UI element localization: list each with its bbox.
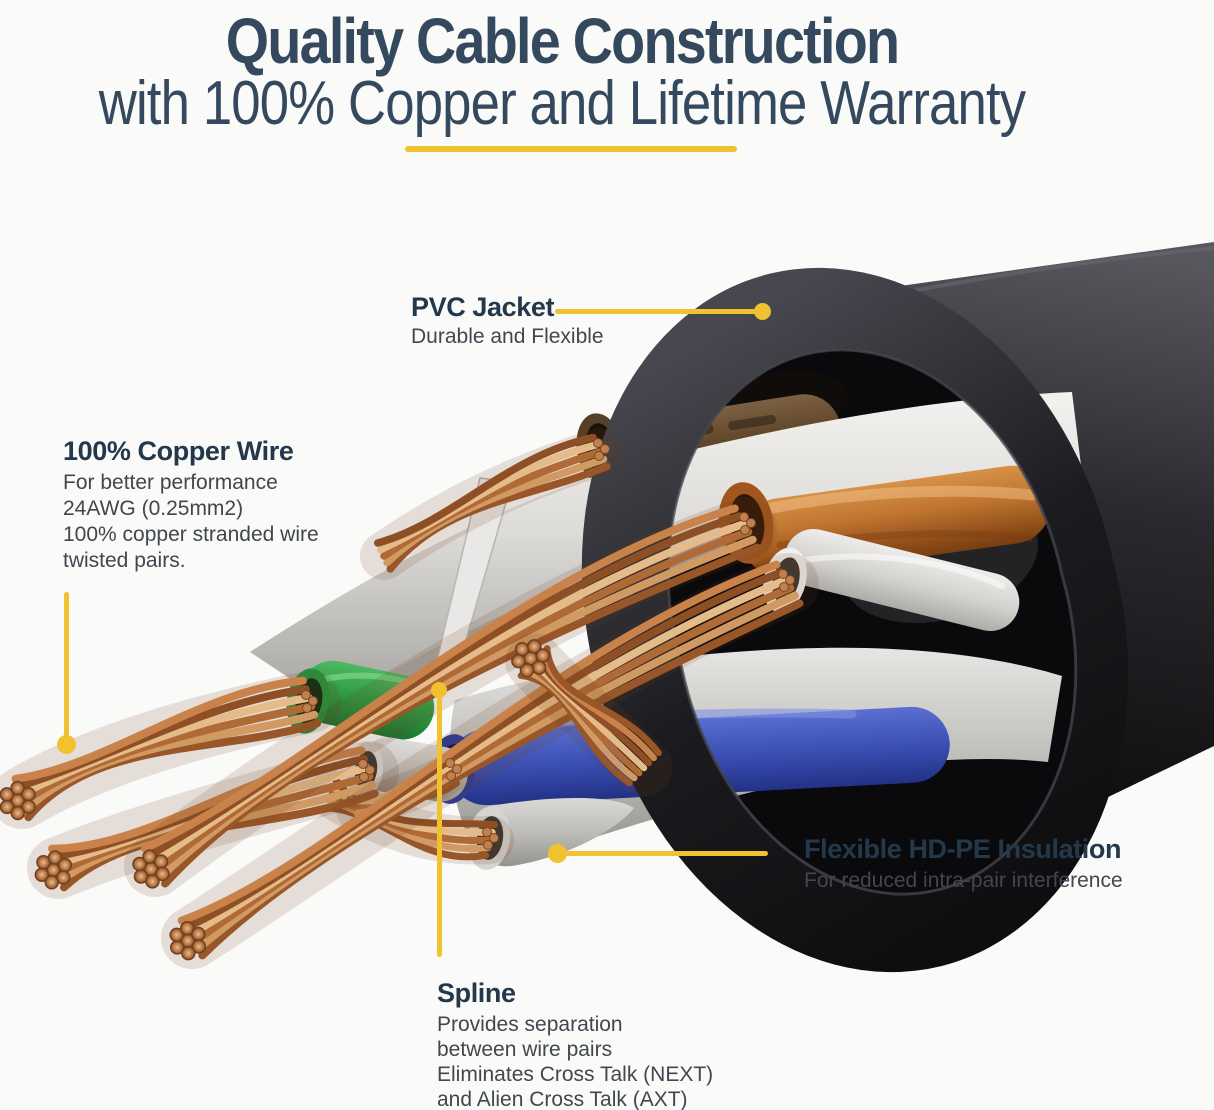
copper-strand-tip bbox=[179, 920, 195, 936]
copper-strand-tip bbox=[535, 648, 551, 663]
cut-face-copper bbox=[446, 771, 456, 781]
copper-strand bbox=[526, 663, 643, 777]
copper-strand bbox=[177, 560, 781, 925]
copper-strand-tip bbox=[10, 780, 25, 796]
hdpe-insulation-description: For reduced intra-pair interference bbox=[804, 869, 1123, 892]
cut-face-copper bbox=[746, 518, 756, 528]
copper-strand-tip bbox=[44, 875, 60, 890]
cut-face-copper bbox=[482, 827, 492, 837]
copper-strand bbox=[16, 693, 313, 799]
cut-face-copper bbox=[593, 438, 603, 448]
copper-strand-tip bbox=[155, 866, 170, 882]
copper-wire-callout-line bbox=[64, 592, 69, 737]
copper-wire-callout-dot bbox=[57, 735, 76, 754]
pvc-jacket-callout-line bbox=[555, 309, 757, 314]
copper-strand bbox=[543, 645, 662, 757]
copper-wire-line-4: twisted pairs. bbox=[63, 549, 186, 572]
copper-strand bbox=[380, 448, 604, 560]
copper-strand bbox=[374, 433, 597, 547]
copper-wire-line-2: 24AWG (0.25mm2) bbox=[63, 497, 244, 520]
copper-strand bbox=[332, 776, 498, 829]
cut-face-copper bbox=[489, 833, 499, 843]
cut-face-copper bbox=[740, 525, 750, 535]
spline-callout-line bbox=[437, 692, 442, 957]
spline-label: Spline bbox=[437, 978, 516, 1008]
cut-face-copper bbox=[739, 512, 749, 522]
hdpe-insulation-callout-line bbox=[560, 851, 768, 856]
ring-inner-edge-highlight bbox=[666, 348, 1078, 896]
copper-strand-tip bbox=[145, 874, 160, 889]
spline-line-4: and Alien Cross Talk (AXT) bbox=[437, 1088, 688, 1110]
cut-face-copper bbox=[359, 772, 369, 782]
cut-face-copper bbox=[779, 582, 789, 592]
cut-face-copper bbox=[365, 765, 375, 775]
spline-description: Provides separation between wire pairs E… bbox=[437, 1012, 713, 1110]
copper-strand bbox=[19, 702, 316, 806]
copper-strand-tip bbox=[514, 641, 530, 657]
cut-face-copper bbox=[600, 444, 610, 454]
spline-line-3: Eliminates Cross Talk (NEXT) bbox=[437, 1063, 714, 1086]
copper-strand-tip bbox=[153, 854, 169, 869]
cut-face-copper bbox=[358, 759, 368, 769]
copper-strand-tip bbox=[10, 805, 26, 821]
copper-strand-tip bbox=[21, 786, 36, 802]
pvc-jacket-description: Durable and Flexible bbox=[411, 325, 604, 348]
copper-wire-label: 100% Copper Wire bbox=[63, 436, 294, 466]
hdpe-insulation-callout-dot bbox=[548, 844, 567, 863]
copper-strand bbox=[14, 685, 310, 791]
copper-strand-tip bbox=[531, 660, 547, 675]
hdpe-insulation-label: Flexible HD-PE Insulation bbox=[804, 834, 1122, 864]
cut-face-copper bbox=[445, 758, 455, 768]
copper-wire-line-3: 100% copper stranded wire bbox=[63, 523, 319, 546]
cut-face-copper bbox=[452, 764, 462, 774]
cut-face-copper bbox=[778, 569, 788, 579]
page-subtitle: with 100% Copper and Lifetime Warranty bbox=[98, 69, 1026, 138]
copper-strand-tip bbox=[169, 927, 184, 943]
copper-strand bbox=[522, 667, 638, 782]
title-underline-accent bbox=[405, 146, 737, 152]
pvc-jacket-cut-ring bbox=[581, 267, 1129, 973]
copper-strand-tip bbox=[181, 945, 196, 961]
pvc-jacket-label: PVC Jacket bbox=[411, 292, 555, 322]
cut-face-copper bbox=[308, 696, 318, 706]
cut-face-copper bbox=[301, 690, 311, 700]
spline-line-2: between wire pairs bbox=[437, 1038, 613, 1061]
copper-strand-tip bbox=[191, 939, 207, 954]
cut-face-copper bbox=[483, 840, 493, 850]
cut-face-copper bbox=[785, 575, 795, 585]
copper-strand bbox=[326, 797, 492, 853]
copper-strand bbox=[517, 672, 633, 787]
copper-strand-tip bbox=[21, 799, 36, 814]
copper-strand bbox=[24, 719, 322, 822]
copper-strand-tip bbox=[191, 926, 206, 942]
cut-face-copper bbox=[302, 703, 312, 713]
copper-strand-tip bbox=[0, 787, 15, 802]
copper-wire-description: For better performance 24AWG (0.25mm2) 1… bbox=[63, 470, 319, 574]
copper-strand-tip bbox=[132, 856, 147, 872]
copper-strand-tip bbox=[519, 663, 535, 678]
spline-callout-dot bbox=[431, 682, 447, 698]
copper-strand bbox=[21, 710, 319, 814]
cut-face-copper bbox=[594, 451, 604, 461]
jacket-rim-highlight bbox=[884, 246, 1214, 298]
page-title: Quality Cable Construction bbox=[225, 5, 900, 77]
pvc-jacket-callout-dot bbox=[754, 303, 771, 320]
copper-strand-tip bbox=[57, 857, 73, 873]
copper-strand-tip bbox=[47, 850, 63, 865]
copper-strand-tip bbox=[526, 639, 542, 654]
copper-strand bbox=[140, 504, 739, 853]
copper-strand bbox=[324, 804, 490, 861]
spline-line-1: Provides separation bbox=[437, 1013, 623, 1036]
copper-strand bbox=[11, 676, 307, 783]
copper-strand bbox=[50, 755, 369, 861]
copper-strand-tip bbox=[511, 653, 526, 669]
copper-wire-line-1: For better performance bbox=[63, 471, 278, 494]
